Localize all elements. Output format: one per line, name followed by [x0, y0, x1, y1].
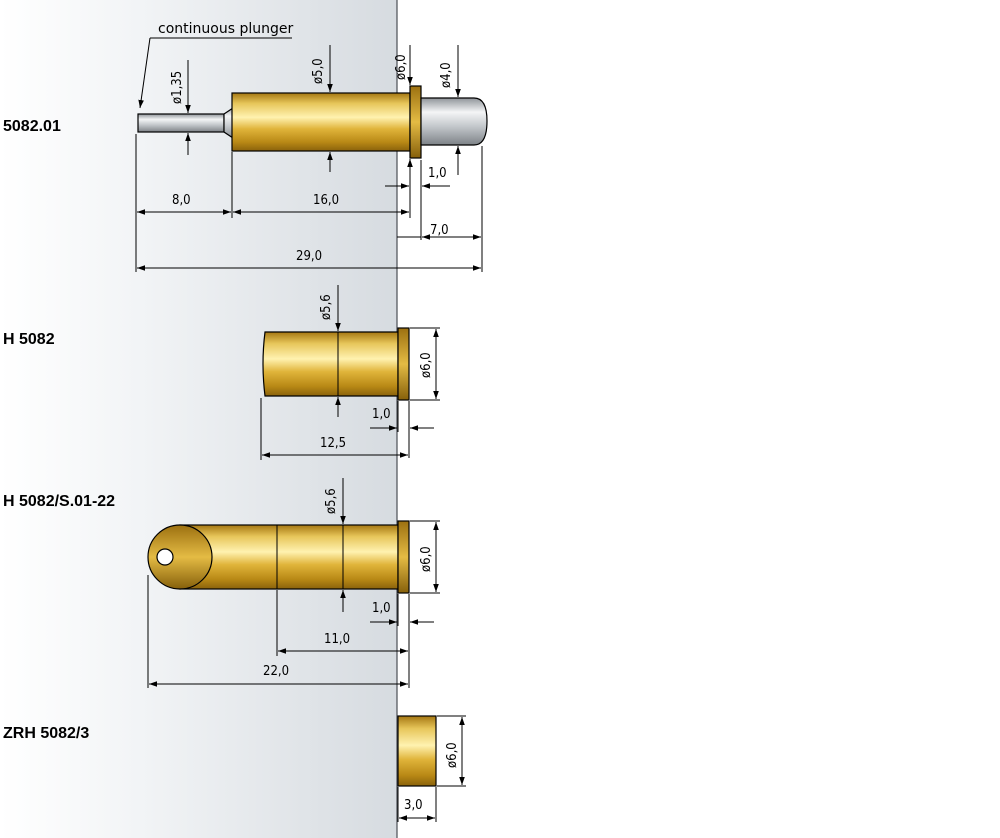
- plunger-collar: [409, 85, 422, 159]
- dim-collar-diameter: ø6,0: [419, 352, 434, 378]
- part-zrh-5082-3: ZRH 5082/3 ø6,0 3,0: [3, 715, 466, 822]
- dim-body-diameter: ø5,6: [324, 488, 339, 514]
- dim-length: 12,5: [320, 436, 346, 451]
- receptacle-body: [262, 331, 399, 397]
- dim-collar-length: 1,0: [428, 166, 447, 181]
- dim-body-diameter: ø5,0: [311, 58, 326, 84]
- dim-length-total: 22,0: [263, 664, 289, 679]
- part-5082-01: 5082.01 continuous plunger ø1,35 ø5,0 ø6…: [3, 21, 488, 272]
- plunger-body: [231, 92, 411, 152]
- dim-total-length: 29,0: [296, 249, 322, 264]
- dim-body-diameter: ø6,0: [445, 742, 460, 768]
- dim-head-length: 7,0: [430, 223, 449, 238]
- dim-collar-diameter: ø6,0: [394, 54, 409, 80]
- solder-cup-end: [147, 524, 213, 590]
- dim-collar-length: 1,0: [372, 407, 391, 422]
- dim-length: 3,0: [404, 798, 423, 813]
- part-label: H 5082: [3, 331, 55, 348]
- receptacle-body: [179, 524, 399, 590]
- part-h-5082: H 5082 ø5,6 ø6,0 1,0 12,5: [3, 285, 440, 460]
- dim-body-diameter: ø5,6: [319, 294, 334, 320]
- part-h-5082-s01-22: H 5082/S.01-22 ø5,6 ø6,0 1,0 11,0 22,0: [3, 478, 440, 688]
- dim-collar-length: 1,0: [372, 601, 391, 616]
- plunger-head: [420, 97, 488, 146]
- dim-tip-diameter: ø1,35: [170, 71, 185, 104]
- dim-tip-length: 8,0: [172, 193, 191, 208]
- ring-body: [397, 715, 437, 787]
- part-label: ZRH 5082/3: [3, 725, 89, 742]
- plunger-annotation: continuous plunger: [158, 21, 293, 37]
- dim-body-length: 16,0: [313, 193, 339, 208]
- receptacle-collar: [397, 520, 410, 594]
- dim-collar-diameter: ø6,0: [419, 546, 434, 572]
- part-label: H 5082/S.01-22: [3, 493, 115, 510]
- receptacle-collar: [397, 327, 410, 401]
- dim-head-diameter: ø4,0: [439, 62, 454, 88]
- part-label: 5082.01: [3, 118, 61, 135]
- dim-length-short: 11,0: [324, 632, 350, 647]
- plunger-tip: [137, 113, 225, 133]
- cable-hole: [156, 548, 174, 566]
